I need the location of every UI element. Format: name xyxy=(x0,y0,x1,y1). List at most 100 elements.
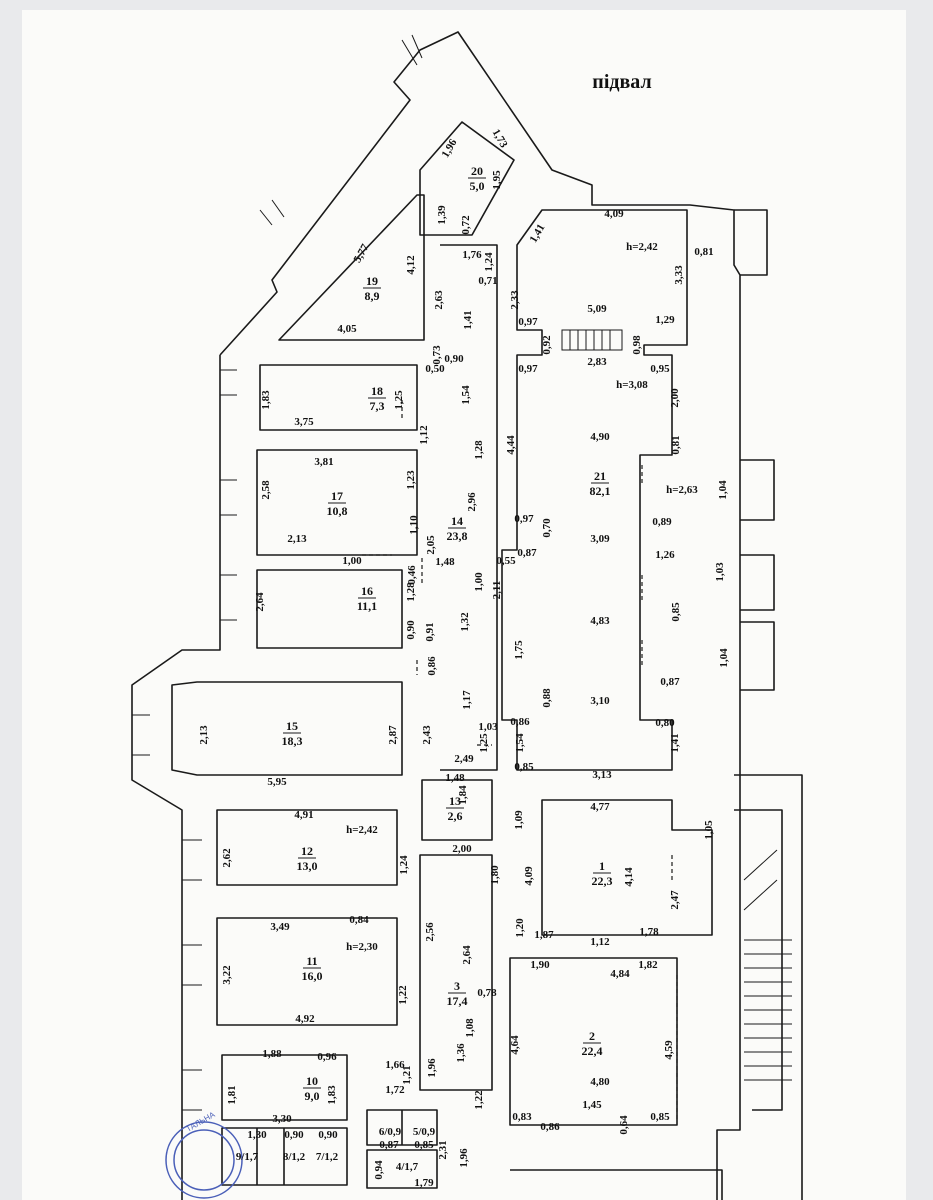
dimension-label: 3,49 xyxy=(270,921,290,933)
room-2-walls xyxy=(509,957,678,1126)
dimension-label: 1,00 xyxy=(342,555,362,567)
dimension-label: 4,84 xyxy=(610,968,630,980)
dimension-label: 2,87 xyxy=(387,725,399,745)
dimension-label: 1,05 xyxy=(703,820,715,840)
dimension-label: 4,83 xyxy=(590,615,610,627)
room-area-label: 10,8 xyxy=(327,504,348,518)
dimension-label: 1,32 xyxy=(459,612,471,632)
dimension-label: 1,09 xyxy=(513,810,525,830)
dimension-label: 2,49 xyxy=(454,753,474,765)
stair-21 xyxy=(561,329,623,351)
dimension-label: 0,84 xyxy=(349,914,369,926)
dimension-label: 4,77 xyxy=(590,801,610,813)
dimension-label: 0,91 xyxy=(424,622,436,641)
dimension-label: 0,87 xyxy=(660,676,680,688)
dimension-label: 1,25 xyxy=(478,733,490,753)
dimension-label: 4,12 xyxy=(405,255,417,275)
dimension-label: 1,24 xyxy=(398,855,410,875)
dimension-label: 0,90 xyxy=(405,620,417,640)
corridor-14-walls xyxy=(440,244,498,771)
room-area-label: 8,9 xyxy=(365,289,380,303)
dimension-label: 4,92 xyxy=(295,1013,315,1025)
dimension-label: 1,83 xyxy=(326,1085,338,1105)
dimension-label: 0,85 xyxy=(650,1111,670,1123)
dimension-label: 2,47 xyxy=(669,890,681,910)
dimension-label: 0,46 xyxy=(406,565,418,585)
dimension-label: 1,04 xyxy=(717,480,729,500)
room-18-walls xyxy=(259,364,418,431)
dimension-label: 2,96 xyxy=(466,492,478,512)
dimension-label: 0,88 xyxy=(541,688,553,708)
dimension-label: 0,85 xyxy=(514,761,534,773)
dimension-label: 1,84 xyxy=(457,785,469,805)
dimension-label: 3,09 xyxy=(590,533,610,545)
dimension-label: 0,90 xyxy=(284,1129,304,1141)
room-20-walls xyxy=(419,121,515,236)
dimension-label: 0,95 xyxy=(650,363,670,375)
dimension-label: 0,81 xyxy=(670,435,682,454)
room-area-label: 18,3 xyxy=(282,734,303,748)
dimension-label: 0,70 xyxy=(541,518,553,538)
dimension-label: 1,12 xyxy=(418,425,430,445)
room-number-label: 16 xyxy=(361,584,373,598)
stair-annex xyxy=(734,774,803,1200)
dimension-label: 0,92 xyxy=(541,335,553,355)
dimension-label: 1,25 xyxy=(393,390,405,410)
dimension-label: 1,03 xyxy=(714,562,726,582)
dimension-label: 1,81 xyxy=(226,1085,238,1104)
dimension-label: 2,64 xyxy=(254,592,266,612)
dimension-label: 2,83 xyxy=(587,356,607,368)
dimension-label: 4,44 xyxy=(505,435,517,455)
room-number-label: 1 xyxy=(599,859,605,873)
dimension-label: 1,29 xyxy=(655,314,675,326)
dimension-label: 1,24 xyxy=(483,252,495,272)
dimension-label: 1,45 xyxy=(582,1099,602,1111)
dimension-label: 0,97 xyxy=(518,363,538,375)
dimension-label: 1,76 xyxy=(462,249,482,261)
dimension-label: 2,62 xyxy=(221,848,233,868)
entrance-marks xyxy=(259,34,423,226)
dimension-label: 1,22 xyxy=(397,985,409,1005)
dimension-label: 2,13 xyxy=(287,533,307,545)
room-number-label: 9/1,7 xyxy=(236,1151,259,1163)
room-number-label: 14 xyxy=(451,514,463,528)
room-area-label: 5,0 xyxy=(470,179,485,193)
room-number-label: 19 xyxy=(366,274,378,288)
dimension-label: 1,96 xyxy=(426,1058,438,1078)
dimension-label: 0,87 xyxy=(379,1139,399,1151)
room-number-label: 3 xyxy=(454,979,460,993)
floor-plan-drawing: ТАЛЬНА підвалh=2,42h=3,08h=2,63h=2,42h=2… xyxy=(131,31,803,1200)
dimension-label: 0,73 xyxy=(431,345,443,365)
room-area-label: 13,0 xyxy=(297,859,318,873)
dimension-label: 0,87 xyxy=(517,547,537,559)
dimension-label: 1,48 xyxy=(445,772,465,784)
dimension-label: 4,90 xyxy=(590,431,610,443)
dimension-label: 1,20 xyxy=(514,918,526,938)
wc-rooms-walls xyxy=(221,1127,348,1186)
dimension-label: 1,54 xyxy=(460,385,472,405)
dimension-label: 4,91 xyxy=(294,809,313,821)
dimension-label: 4,09 xyxy=(604,208,624,220)
ceiling-height-label: h=2,42 xyxy=(626,241,658,253)
room-16-walls xyxy=(256,569,403,649)
dimension-label: 3,13 xyxy=(592,769,612,781)
room-number-label: 20 xyxy=(471,164,483,178)
dimension-label: 1,21 xyxy=(401,1065,413,1084)
dimension-label: 1,22 xyxy=(473,1090,485,1110)
dimension-label: 0,98 xyxy=(631,335,643,355)
dimension-label: 1,30 xyxy=(247,1129,267,1141)
dimension-label: 0,78 xyxy=(477,987,497,999)
dimension-label: 0,85 xyxy=(670,602,682,622)
room-19-walls xyxy=(278,194,425,341)
room-area-label: 2,6 xyxy=(448,809,463,823)
door-openings xyxy=(362,400,678,1120)
room-10-walls xyxy=(221,1054,348,1121)
room-area-label: 22,4 xyxy=(582,1044,603,1058)
dimension-label: 4,09 xyxy=(523,866,535,886)
room-number-label: 4/1,7 xyxy=(396,1161,419,1173)
dimension-label: 1,83 xyxy=(260,390,272,410)
dimension-label: 1,03 xyxy=(478,721,498,733)
dimension-label: 1,12 xyxy=(590,936,610,948)
room-area-label: 22,3 xyxy=(592,874,613,888)
